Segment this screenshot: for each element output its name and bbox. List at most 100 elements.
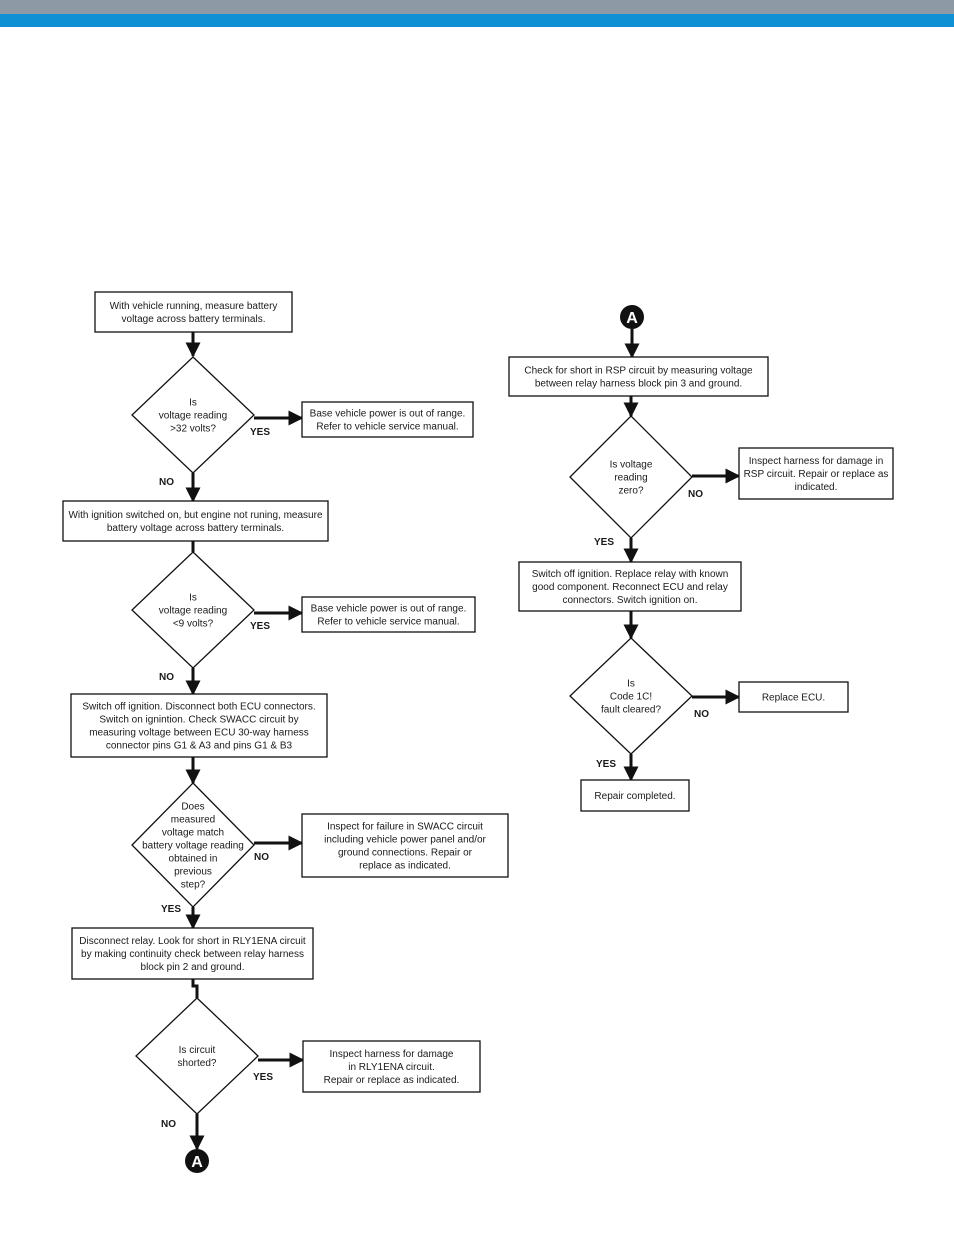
node-text-line: Repair or replace as indicated.	[324, 1075, 460, 1086]
node-text-line: Is voltage	[610, 460, 653, 471]
node-text-line: Base vehicle power is out of range.	[310, 409, 466, 420]
node-text-line: voltage match	[162, 828, 224, 839]
decision-diamond	[135, 997, 259, 1115]
connector-circle	[620, 305, 644, 329]
process-box	[508, 356, 769, 397]
node-text-line: Base vehicle power is out of range.	[311, 604, 467, 615]
connector-node-c1: A	[185, 1149, 209, 1173]
node-text-line: Does	[181, 802, 204, 813]
process-box	[62, 500, 329, 542]
connector-label: A	[626, 310, 638, 327]
node-text-line: With ignition switched on, but engine no…	[68, 510, 322, 521]
process-node-r1: Base vehicle power is out of range.Refer…	[301, 401, 474, 438]
node-text-line: step?	[181, 880, 206, 891]
node-text-line: battery voltage across battery terminals…	[107, 523, 284, 534]
nodes-layer: With vehicle running, measure battery vol…	[62, 291, 894, 1173]
node-text-line: obtained in	[169, 854, 218, 865]
edges-layer	[185, 329, 741, 1151]
node-text-line: zero?	[618, 486, 643, 497]
decision-diamond	[131, 782, 255, 908]
connector-circle	[185, 1149, 209, 1173]
decision-node-d5: Is voltage reading zero?	[569, 415, 693, 539]
node-text-line: by making continuity check between relay…	[81, 949, 304, 960]
edge-label-yes: YES	[161, 904, 181, 915]
node-text-line: Switch off ignition. Disconnect both ECU…	[82, 702, 315, 713]
process-box	[580, 779, 690, 812]
process-box	[94, 291, 293, 333]
node-text-line: Disconnect relay. Look for short in RLY1…	[79, 936, 306, 947]
process-box	[518, 561, 742, 612]
header-band-gray	[0, 0, 954, 14]
node-text-line: voltage across battery terminals.	[122, 314, 266, 325]
edge-label-no: NO	[694, 709, 709, 720]
edge-label-no: NO	[159, 672, 174, 683]
process-node-n2: With ignition switched on, but engine no…	[62, 500, 329, 542]
edge-label-yes: YES	[253, 1072, 273, 1083]
edge-label-no: NO	[159, 477, 174, 488]
node-text-line: ground connections. Repair or	[338, 848, 473, 859]
node-text-line: Is	[189, 593, 197, 604]
node-text-line: Replace ECU.	[762, 693, 825, 704]
node-text-line: block pin 2 and ground.	[141, 962, 245, 973]
connector-label: A	[191, 1154, 203, 1171]
process-node-r4: Inspect harness for damage in RLY1ENA cir…	[302, 1040, 481, 1093]
node-text-line: shorted?	[178, 1058, 217, 1069]
node-text-line: RSP circuit. Repair or replace as	[744, 469, 889, 480]
node-text-line: connector pins G1 & A3 and pins G1 & B3	[106, 741, 293, 752]
node-text-line: indicated.	[795, 482, 838, 493]
node-text-line: With vehicle running, measure battery	[110, 301, 278, 312]
node-text-line: Is	[189, 398, 197, 409]
decision-diamond	[131, 551, 255, 669]
node-text-line: Repair completed.	[594, 791, 675, 802]
node-text-line: Code 1C!	[610, 692, 652, 703]
node-text-line: Inspect for failure in SWACC circuit	[327, 822, 483, 833]
edge-label-no: NO	[254, 852, 269, 863]
node-text-line: Switch on ignintion. Check SWACC circuit…	[99, 715, 298, 726]
node-text-line: between relay harness block pin 3 and gr…	[535, 379, 742, 390]
decision-diamond	[569, 637, 693, 755]
node-text-line: Refer to vehicle service manual.	[317, 617, 459, 628]
node-text-line: connectors. Switch ignition on.	[562, 595, 697, 606]
node-text-line: voltage reading	[159, 411, 227, 422]
header-band-blue	[0, 14, 954, 27]
edge-label-no: NO	[688, 489, 703, 500]
edge-label-yes: YES	[250, 427, 270, 438]
process-node-n7: Repair completed.	[580, 779, 690, 812]
edge-label-no: NO	[161, 1119, 176, 1130]
edge-labels-layer: YES NO YES NO NO YES YES NO NO YES NO YES	[159, 427, 709, 1130]
process-node-n4: Disconnect relay. Look for short in RLY1…	[71, 927, 314, 980]
node-text-line: Inspect harness for damage in	[749, 456, 884, 467]
process-box	[301, 401, 474, 438]
process-node-r5: Inspect harness for damage in RSP circuit…	[738, 447, 894, 500]
node-text-line: measured	[171, 815, 215, 826]
connector-node-c2: A	[620, 305, 644, 329]
node-text-line: in RLY1ENA circuit.	[348, 1062, 435, 1073]
process-box	[71, 927, 314, 980]
process-node-n5: Check for short in RSP circuit by measur…	[508, 356, 769, 397]
decision-node-d3: Does measured voltage match battery voltage…	[131, 782, 255, 908]
process-node-r2: Base vehicle power is out of range. Refer…	[301, 596, 476, 633]
node-text-line: measuring voltage between ECU 30-way har…	[89, 728, 309, 739]
process-node-n6: Switch off ignition. Replace relay with …	[518, 561, 742, 612]
process-box	[302, 1040, 481, 1093]
node-text-line: battery voltage reading	[142, 841, 244, 852]
edge-label-yes: YES	[250, 621, 270, 632]
node-text-line: Is	[627, 679, 635, 690]
edge-n4-to-d4	[191, 979, 199, 998]
process-box	[738, 681, 849, 713]
process-node-r3: Inspect for failure in SWACC circuitincl…	[301, 813, 509, 878]
edge-label-yes: YES	[594, 537, 614, 548]
node-text-line: reading	[614, 473, 647, 484]
node-text-line: good component. Reconnect ECU and relay	[532, 582, 728, 593]
process-node-r6: Replace ECU.	[738, 681, 849, 713]
process-box	[301, 813, 509, 878]
edge-label-yes: YES	[596, 759, 616, 770]
node-text-line: Switch off ignition. Replace relay with …	[532, 569, 729, 580]
process-box	[301, 596, 476, 633]
node-text-line: Inspect harness for damage	[330, 1049, 454, 1060]
process-box	[738, 447, 894, 500]
